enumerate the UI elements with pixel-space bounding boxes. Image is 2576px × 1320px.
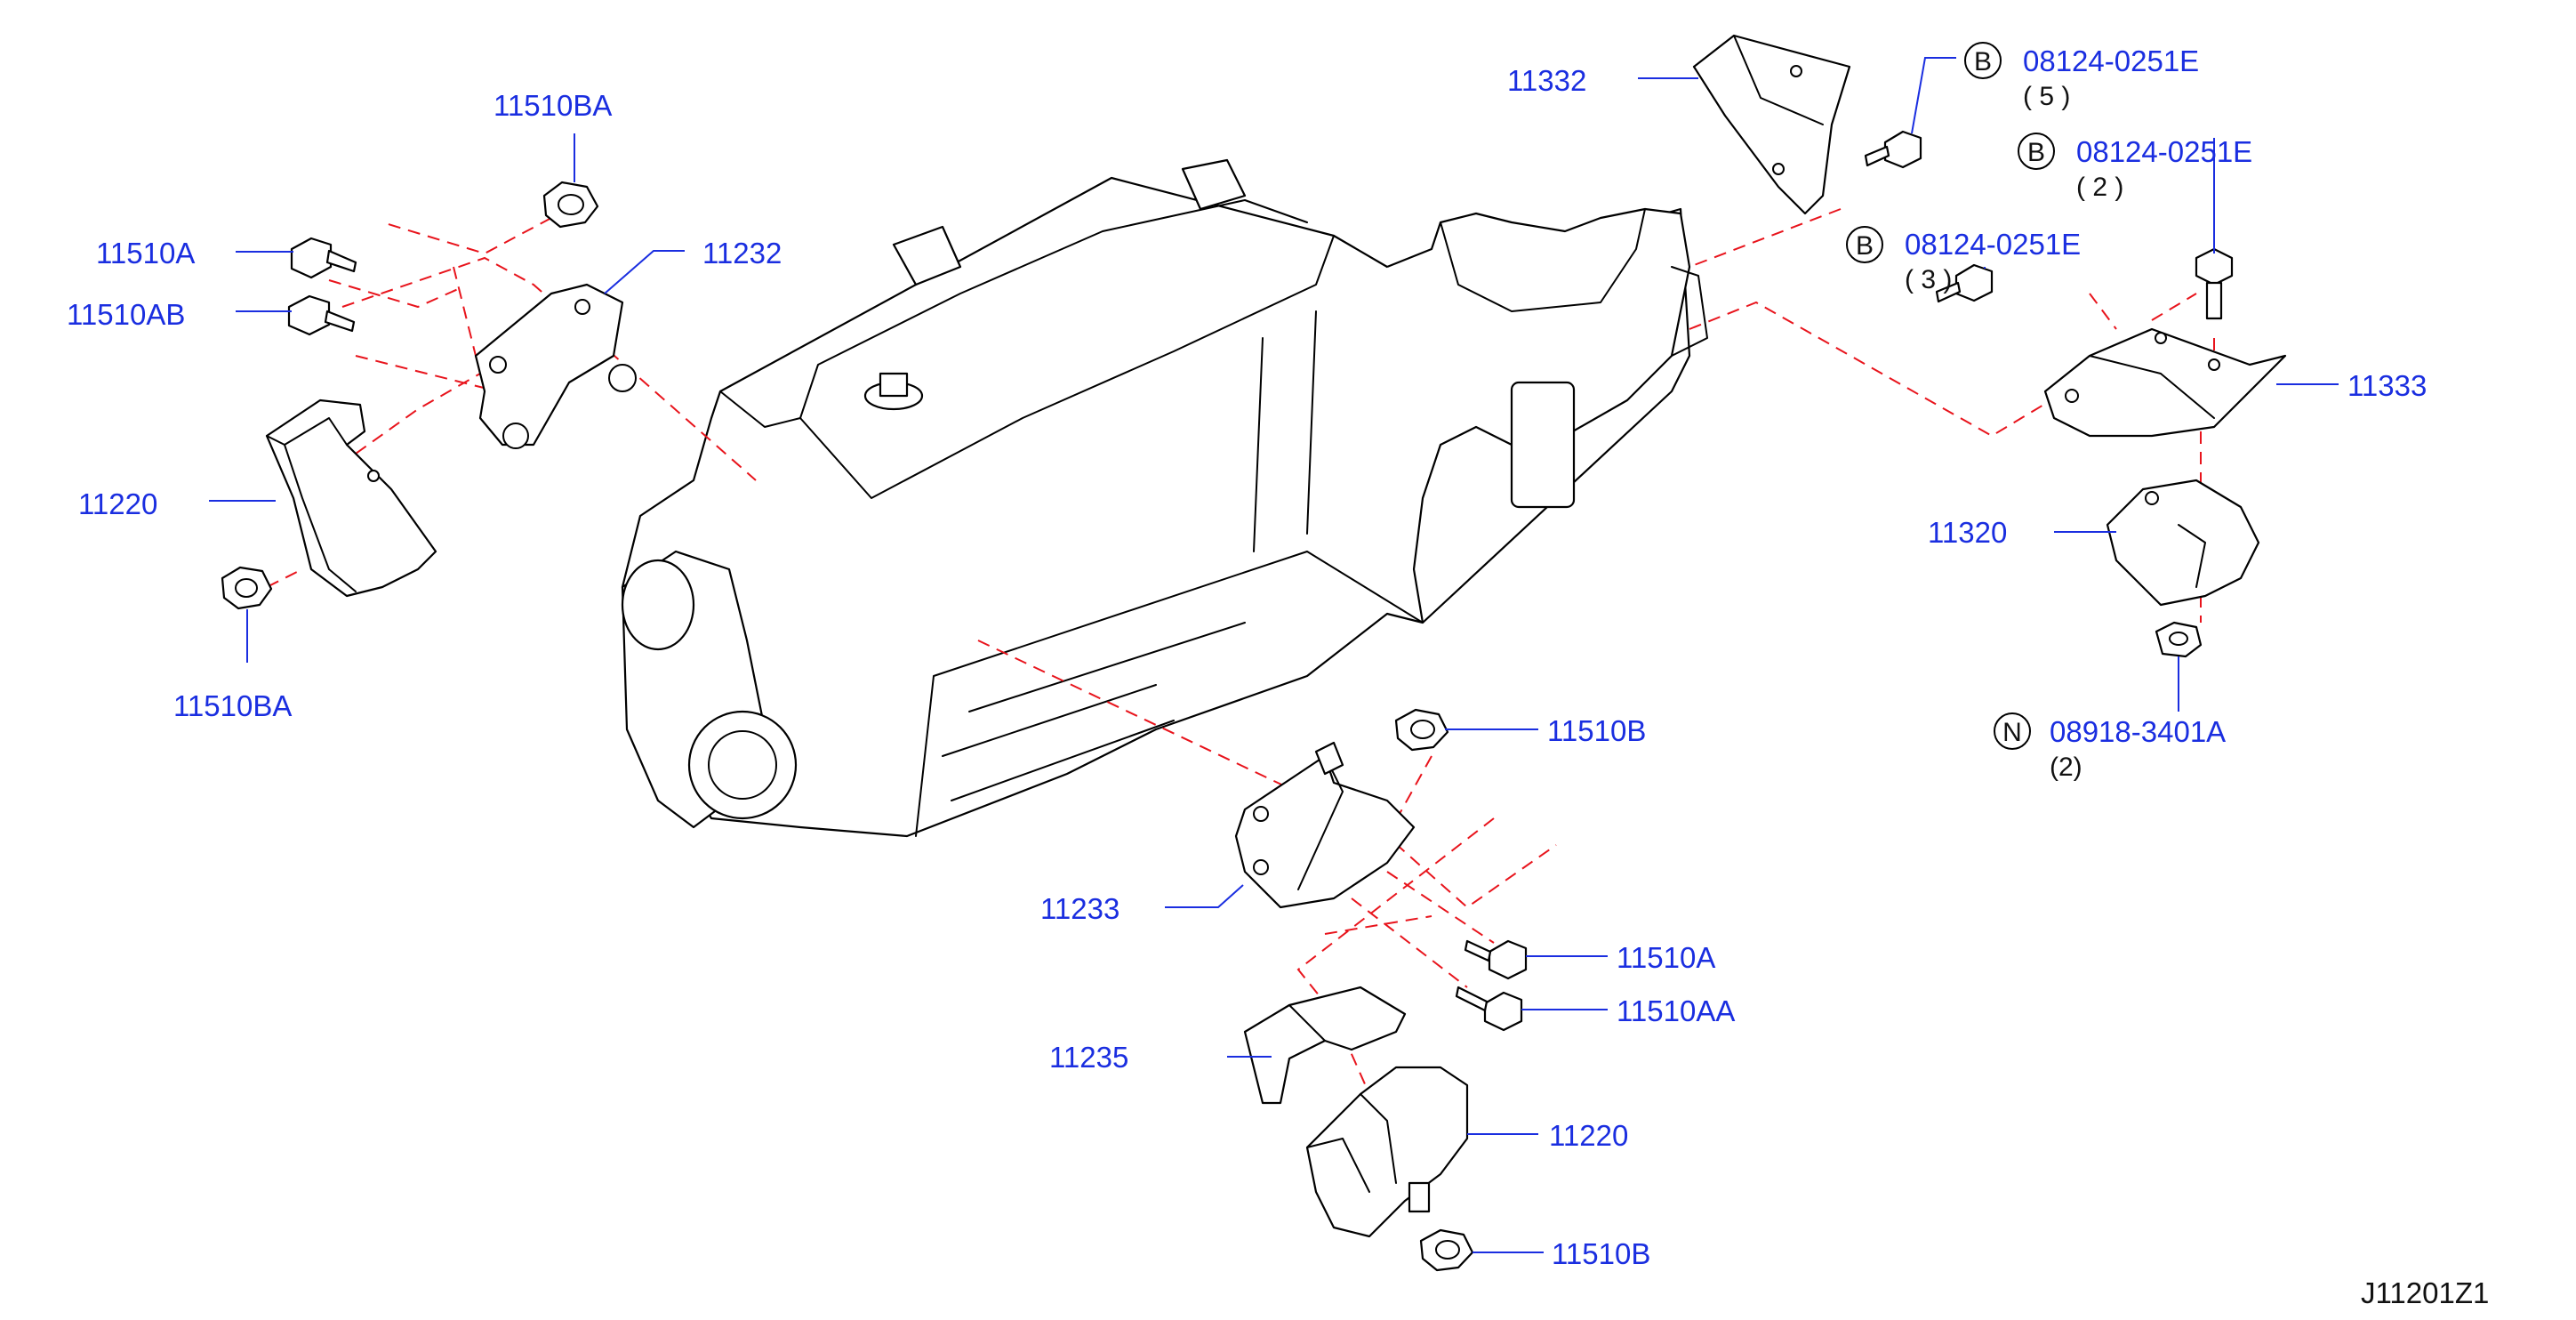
callout-label[interactable]: 11235 <box>1049 1041 1128 1074</box>
engine-mount-insulator[interactable] <box>265 398 437 598</box>
circle-letter: N <box>2002 718 2022 747</box>
heat-shield[interactable] <box>1243 986 1407 1105</box>
right-mount-group <box>1234 708 1528 1272</box>
engine-mount-bracket[interactable] <box>1234 741 1416 909</box>
part-number: 08918-3401A <box>2050 715 2226 748</box>
callout-label[interactable]: 11510A <box>96 237 195 270</box>
bolt-icon[interactable] <box>1864 130 1922 169</box>
flange-nut-icon[interactable] <box>542 181 599 229</box>
rear-upper-bracket[interactable] <box>1692 34 1851 215</box>
quantity: ( 5 ) <box>2023 82 2070 111</box>
callout-label[interactable]: 11220 <box>1549 1119 1628 1152</box>
flange-nut-icon[interactable] <box>1394 708 1449 752</box>
engine-mount-insulator[interactable] <box>1305 1066 1469 1238</box>
nut-n-callout[interactable]: N 08918-3401A (2) <box>1994 712 2226 782</box>
bolt-b-5-callout[interactable]: B 08124-0251E ( 5 ) <box>1964 42 2199 111</box>
callout-label[interactable]: 11510B <box>1547 714 1646 747</box>
bolt-icon[interactable] <box>1455 986 1523 1032</box>
b-marker-icon <box>2018 133 2055 170</box>
rear-insulator[interactable] <box>2106 479 2260 607</box>
callout-label[interactable]: 11510A <box>1617 941 1715 974</box>
quantity: (2) <box>2050 753 2082 782</box>
part-number: 08124-0251E <box>2076 135 2252 168</box>
circle-letter: B <box>1974 47 1992 76</box>
circle-letter: B <box>2027 138 2045 167</box>
bolt-b-3-callout[interactable]: B 08124-0251E ( 3 ) <box>1846 226 2081 294</box>
callout-label[interactable]: 11233 <box>1040 892 1119 925</box>
leader-lines <box>209 57 2339 1253</box>
bolt-icon[interactable] <box>2195 247 2234 320</box>
bolt-icon[interactable] <box>1935 263 1994 303</box>
bolt-icon[interactable] <box>287 294 356 336</box>
callout-label[interactable]: 11332 <box>1507 64 1586 97</box>
callout-label[interactable]: 11510AB <box>67 298 185 331</box>
flange-nut-icon[interactable] <box>1419 1228 1474 1272</box>
hex-nut-icon[interactable] <box>2155 621 2203 658</box>
callout-labels: 11510BA 11510A 11510AB 11232 11220 11510… <box>67 42 2489 1309</box>
callout-label[interactable]: 11232 <box>702 237 782 270</box>
bolt-icon[interactable] <box>290 237 357 279</box>
quantity: ( 3 ) <box>1905 265 1952 294</box>
bolt-icon[interactable] <box>1464 939 1528 980</box>
b-marker-icon <box>1964 42 2002 79</box>
b-marker-icon <box>1846 226 1883 263</box>
rear-crossmember-bracket[interactable] <box>2043 327 2287 438</box>
callout-label[interactable]: 11220 <box>78 487 157 520</box>
callout-label[interactable]: 11510B <box>1552 1237 1650 1270</box>
assembly-guide-lines <box>248 208 2215 1095</box>
callout-label[interactable]: 11333 <box>2347 369 2427 402</box>
engine-assembly <box>621 158 1708 838</box>
callout-label[interactable]: 11320 <box>1928 516 2007 549</box>
rear-mount-group <box>1692 34 2287 658</box>
circle-letter: B <box>1856 231 1874 261</box>
n-marker-icon <box>1994 712 2031 750</box>
bolt-b-2-callout[interactable]: B 08124-0251E ( 2 ) <box>2018 133 2252 202</box>
flange-nut-icon[interactable] <box>221 566 273 610</box>
engine-mount-bracket[interactable] <box>474 283 637 449</box>
callout-label[interactable]: 11510BA <box>494 89 612 122</box>
callout-label[interactable]: 11510BA <box>173 689 292 722</box>
left-mount-group <box>221 181 637 610</box>
quantity: ( 2 ) <box>2076 173 2123 202</box>
callout-label[interactable]: 11510AA <box>1617 994 1735 1027</box>
part-number: 08124-0251E <box>2023 44 2199 77</box>
diagram-code: J11201Z1 <box>2361 1276 2489 1309</box>
part-number: 08124-0251E <box>1905 228 2081 261</box>
